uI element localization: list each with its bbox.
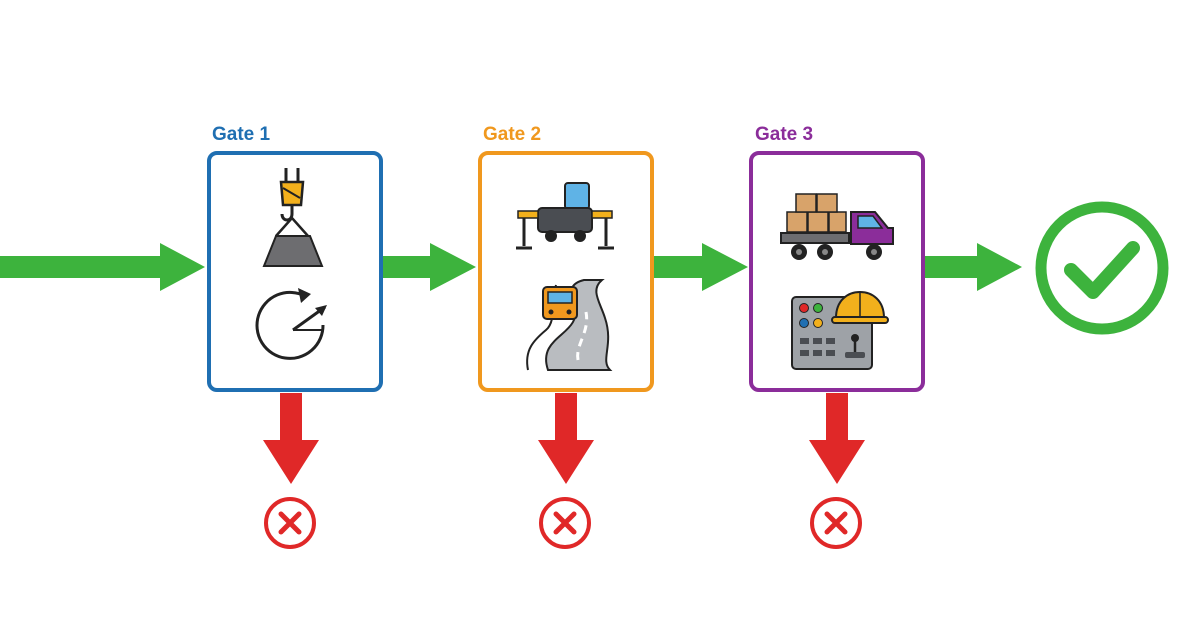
pass-arrow-4 <box>925 243 1022 291</box>
fail-arrow-1 <box>263 393 319 484</box>
control-panel-hardhat-icon <box>791 290 889 370</box>
crane-hook-load-icon <box>262 168 324 267</box>
fail-arrow-3 <box>809 393 865 484</box>
gate-3-label: Gate 3 <box>755 124 814 145</box>
winding-road-bus-icon <box>526 279 613 371</box>
rotation-angle-icon <box>255 288 327 360</box>
approved-check-circle-icon <box>1035 201 1169 335</box>
pass-arrow-2 <box>382 243 476 291</box>
gate-2-label: Gate 2 <box>483 124 542 145</box>
reject-x-circle-icon <box>264 497 316 549</box>
cargo-truck-icon <box>780 193 894 260</box>
pass-arrow-1 <box>0 243 205 291</box>
outrigger-vehicle-icon <box>516 182 614 250</box>
fail-arrow-2 <box>538 393 594 484</box>
reject-x-circle-icon <box>539 497 591 549</box>
pass-arrow-3 <box>654 243 748 291</box>
reject-x-circle-icon <box>810 497 862 549</box>
gate-1-box <box>207 151 383 392</box>
gate-1-label: Gate 1 <box>212 124 271 145</box>
